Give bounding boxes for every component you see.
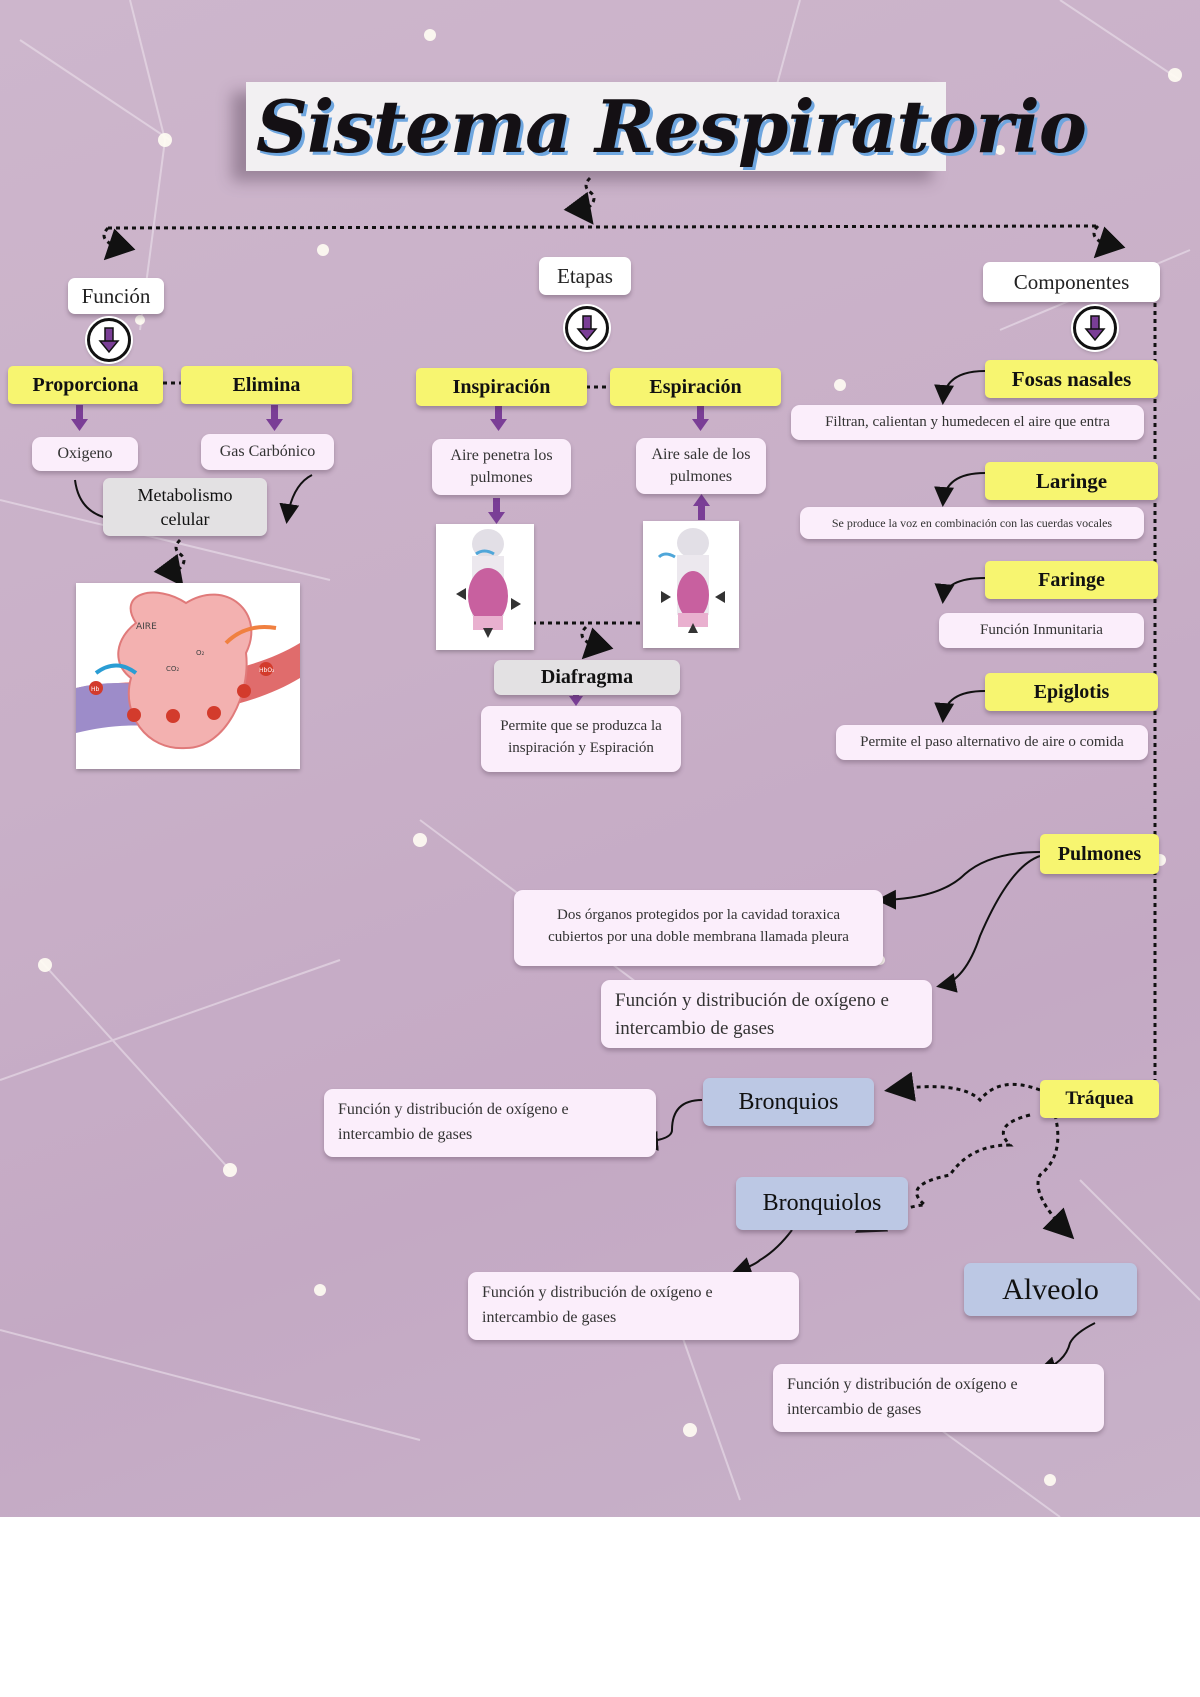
inspiracion-desc: Aire penetra los pulmones <box>432 439 571 495</box>
fosas-nasales-desc: Filtran, calientan y humedecen el aire q… <box>791 405 1144 440</box>
diafragma-label: Diafragma <box>494 660 680 695</box>
traquea-label: Tráquea <box>1040 1080 1159 1118</box>
title-box <box>246 82 946 171</box>
laringe-label: Laringe <box>985 462 1158 500</box>
bronquios-label: Bronquios <box>703 1078 874 1126</box>
faringe-label: Faringe <box>985 561 1158 599</box>
alveolo-label: Alveolo <box>964 1263 1137 1316</box>
espiracion-desc: Aire sale de los pulmones <box>636 438 766 494</box>
funcion-heading: Función <box>68 278 164 314</box>
laringe-desc: Se produce la voz en combinación con las… <box>800 507 1144 539</box>
epiglotis-desc: Permite el paso alternativo de aire o co… <box>836 725 1148 760</box>
o2-label: O₂ <box>196 649 205 657</box>
fosas-nasales-label: Fosas nasales <box>985 360 1158 398</box>
faringe-desc: Función Inmunitaria <box>939 613 1144 648</box>
etapas-heading: Etapas <box>539 257 631 295</box>
expiration-torso-icon <box>643 521 739 648</box>
inspiracion-label: Inspiración <box>416 368 587 406</box>
co2-label: CO₂ <box>166 665 179 673</box>
proporciona-label: Proporciona <box>8 366 163 404</box>
page-title: Sistema Respiratorio <box>256 84 1087 169</box>
pulmones-desc: Dos órganos protegidos por la cavidad to… <box>514 890 883 966</box>
bronquios-desc: Función y distribución de oxígeno e inte… <box>324 1089 656 1157</box>
alveolus-gas-exchange-illustration: AIRE CO₂ O₂ Hb HbO₂ <box>76 583 300 769</box>
gas-carbonico-value: Gas Carbónico <box>201 434 334 470</box>
metabolismo-celular-box: Metabolismo celular <box>103 478 267 536</box>
diafragma-desc: Permite que se produzca la inspiración y… <box>481 706 681 772</box>
oxigeno-value: Oxigeno <box>32 437 138 471</box>
inspiration-torso-icon <box>436 524 534 650</box>
espiracion-label: Espiración <box>610 368 781 406</box>
alveolo-desc: Función y distribución de oxígeno e inte… <box>773 1364 1104 1432</box>
aire-label: AIRE <box>136 622 157 632</box>
bronquiolos-desc: Función y distribución de oxígeno e inte… <box>468 1272 799 1340</box>
hbo2-label: HbO₂ <box>259 667 275 674</box>
bronquiolos-label: Bronquiolos <box>736 1177 908 1230</box>
down-arrow-icon <box>1073 306 1117 350</box>
hb-label: Hb <box>91 686 100 693</box>
connector-lines <box>71 176 1157 1376</box>
pulmones-label: Pulmones <box>1040 834 1159 874</box>
down-arrow-icon <box>565 306 609 350</box>
epiglotis-label: Epiglotis <box>985 673 1158 711</box>
elimina-label: Elimina <box>181 366 352 404</box>
pulmones-desc-2: Función y distribución de oxígeno e inte… <box>601 980 932 1048</box>
componentes-heading: Componentes <box>983 262 1160 302</box>
down-arrow-icon <box>87 318 131 362</box>
